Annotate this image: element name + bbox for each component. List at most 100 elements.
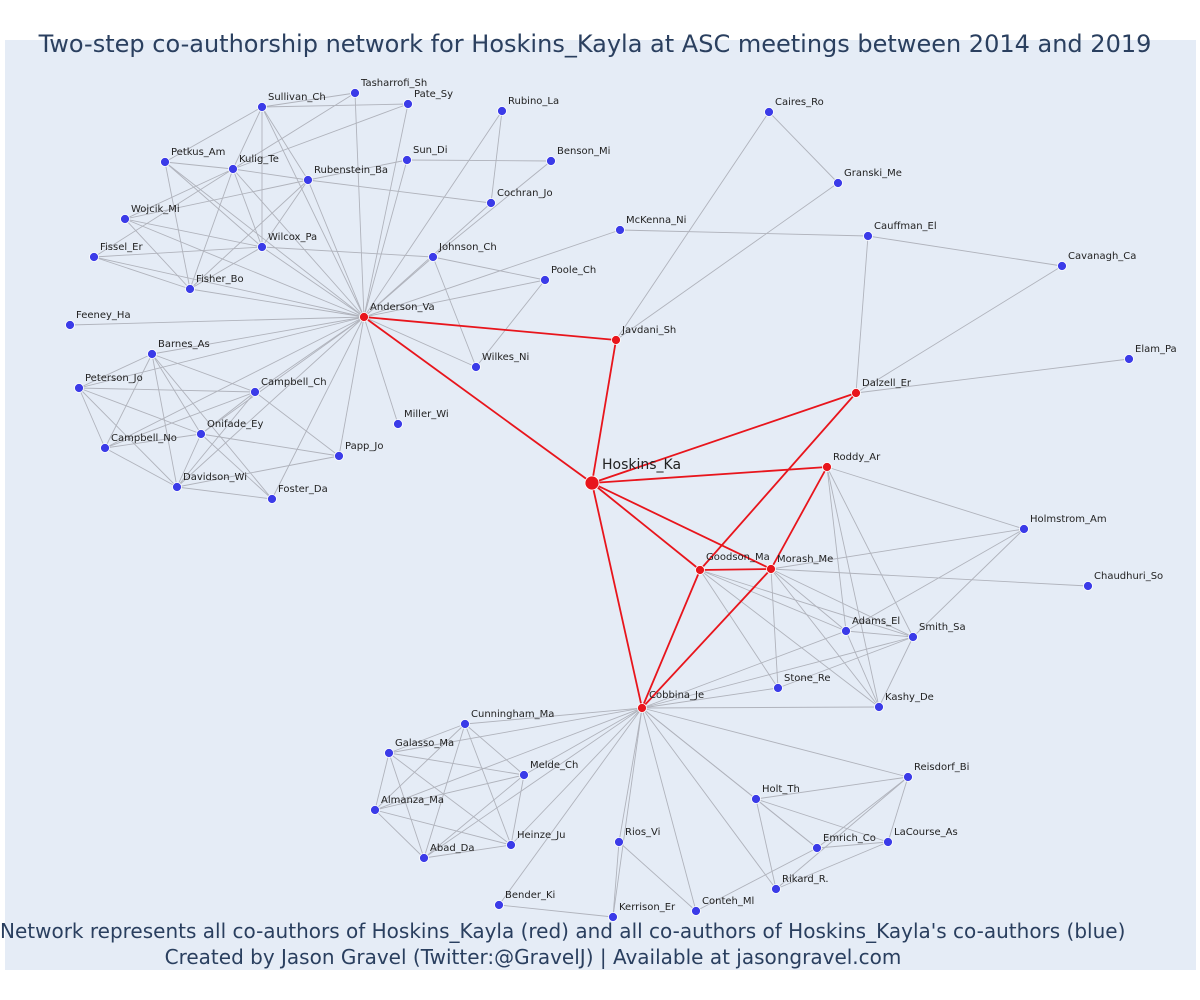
edge-anderson-va-wojcik-mi (124, 218, 365, 318)
node-roddy-ar[interactable] (822, 462, 832, 472)
edge-johnson-ch-wilkes-ni (432, 256, 477, 368)
node-label-peterson-jo: Peterson_Jo (85, 373, 143, 384)
node-feeney-ha[interactable] (65, 320, 75, 330)
node-label-morash-me: Morash_Me (777, 554, 833, 565)
node-fissel-er[interactable] (89, 252, 99, 262)
edge-stone-re-smith-sa (777, 636, 914, 689)
node-sun-di[interactable] (402, 155, 412, 165)
node-label-petkus-am: Petkus_Am (171, 147, 225, 158)
node-adams-el[interactable] (841, 626, 851, 636)
node-rubenstein-ba[interactable] (303, 175, 313, 185)
node-tasharrofi-sh[interactable] (350, 88, 360, 98)
node-almanza-ma[interactable] (370, 805, 380, 815)
node-cauffman-el[interactable] (863, 231, 873, 241)
node-pate-sy[interactable] (403, 99, 413, 109)
edge-cobbina-je-kashy-de (641, 706, 880, 709)
node-kulig-te[interactable] (228, 164, 238, 174)
node-sullivan-ch[interactable] (257, 102, 267, 112)
edge-anderson-va-wilcox-pa (261, 246, 365, 318)
node-barnes-as[interactable] (147, 349, 157, 359)
edge-cobbina-je-galasso-ma (388, 707, 643, 754)
edge-wilcox-pa-fissel-er (93, 246, 263, 258)
node-campbell-ch[interactable] (250, 387, 260, 397)
node-cochran-jo[interactable] (486, 198, 496, 208)
edge-adams-el-smith-sa (845, 630, 914, 638)
node-label-rubino-la: Rubino_La (508, 96, 559, 107)
node-wilcox-pa[interactable] (257, 242, 267, 252)
node-cunningham-ma[interactable] (460, 719, 470, 729)
node-rubino-la[interactable] (497, 106, 507, 116)
node-anderson-va[interactable] (359, 312, 369, 322)
node-label-wilcox-pa: Wilcox_Pa (268, 232, 317, 243)
node-onifade-ey[interactable] (196, 429, 206, 439)
node-galasso-ma[interactable] (384, 748, 394, 758)
node-rikard-r[interactable] (771, 884, 781, 894)
node-miller-wi[interactable] (393, 419, 403, 429)
node-peterson-jo[interactable] (74, 383, 84, 393)
node-hoskins-ka[interactable] (584, 475, 600, 491)
node-wojcik-mi[interactable] (120, 214, 130, 224)
node-fisher-bo[interactable] (185, 284, 195, 294)
node-poole-ch[interactable] (540, 275, 550, 285)
node-melde-ch[interactable] (519, 770, 529, 780)
node-granski-me[interactable] (833, 178, 843, 188)
edge-onifade-ey-papp-jo (200, 433, 340, 457)
node-cobbina-je[interactable] (637, 703, 647, 713)
node-label-barnes-as: Barnes_As (158, 339, 210, 350)
node-morash-me[interactable] (766, 564, 776, 574)
node-stone-re[interactable] (773, 683, 783, 693)
caption-line-1: Network represents all co-authors of Hos… (0, 919, 1126, 943)
node-javdani-sh[interactable] (611, 335, 621, 345)
node-wilkes-ni[interactable] (471, 362, 481, 372)
node-chaudhuri-so[interactable] (1083, 581, 1093, 591)
node-label-granski-me: Granski_Me (844, 168, 902, 179)
edge-emrich-co-lacourse-as (816, 841, 889, 849)
node-foster-da[interactable] (267, 494, 277, 504)
edge-anderson-va-peterson-jo (78, 316, 365, 389)
edge-melde-ch-heinze-ju (510, 774, 525, 846)
edge-melde-ch-abad-da (423, 774, 525, 859)
edge-cobbina-je-adams-el (641, 630, 847, 709)
node-petkus-am[interactable] (160, 157, 170, 167)
node-label-elam-pa: Elam_Pa (1135, 344, 1177, 355)
node-campbell-no[interactable] (100, 443, 110, 453)
node-abad-da[interactable] (419, 853, 429, 863)
node-kerrison-er[interactable] (608, 912, 618, 922)
edge-roddy-ar-holmstrom-am (826, 466, 1025, 530)
edge-rubenstein-ba-wilcox-pa (261, 179, 309, 248)
node-heinze-ju[interactable] (506, 840, 516, 850)
edge-anderson-va-pate-sy (363, 103, 409, 318)
node-goodson-ma[interactable] (695, 565, 705, 575)
edge-hoskins-ka-goodson-ma (591, 482, 701, 571)
node-mckenna-ni[interactable] (615, 225, 625, 235)
node-smith-sa[interactable] (908, 632, 918, 642)
edge-morash-me-holmstrom-am (770, 528, 1025, 570)
node-johnson-ch[interactable] (428, 252, 438, 262)
node-papp-jo[interactable] (334, 451, 344, 461)
node-rios-vi[interactable] (614, 837, 624, 847)
node-kashy-de[interactable] (874, 702, 884, 712)
node-label-rikard-r: Rikard_R. (782, 874, 829, 885)
node-label-adams-el: Adams_El (852, 616, 900, 627)
edge-smith-sa-kashy-de (878, 636, 914, 708)
node-davidson-wi[interactable] (172, 482, 182, 492)
node-emrich-co[interactable] (812, 843, 822, 853)
node-lacourse-as[interactable] (883, 837, 893, 847)
node-elam-pa[interactable] (1124, 354, 1134, 364)
node-reisdorf-bi[interactable] (903, 772, 913, 782)
edge-anderson-va-poole-ch (363, 279, 546, 318)
node-holmstrom-am[interactable] (1019, 524, 1029, 534)
node-caires-ro[interactable] (764, 107, 774, 117)
node-cavanagh-ca[interactable] (1057, 261, 1067, 271)
edge-anderson-va-barnes-as (151, 316, 365, 355)
node-dalzell-er[interactable] (851, 388, 861, 398)
chart-title: Two-step co-authorship network for Hoski… (38, 30, 1152, 58)
edge-anderson-va-wilkes-ni (363, 316, 477, 368)
node-conteh-ml[interactable] (691, 906, 701, 916)
edge-goodson-ma-dalzell-er (699, 392, 857, 571)
node-bender-ki[interactable] (494, 900, 504, 910)
nodes (65, 88, 1134, 922)
node-benson-mi[interactable] (546, 156, 556, 166)
node-holt-th[interactable] (751, 794, 761, 804)
